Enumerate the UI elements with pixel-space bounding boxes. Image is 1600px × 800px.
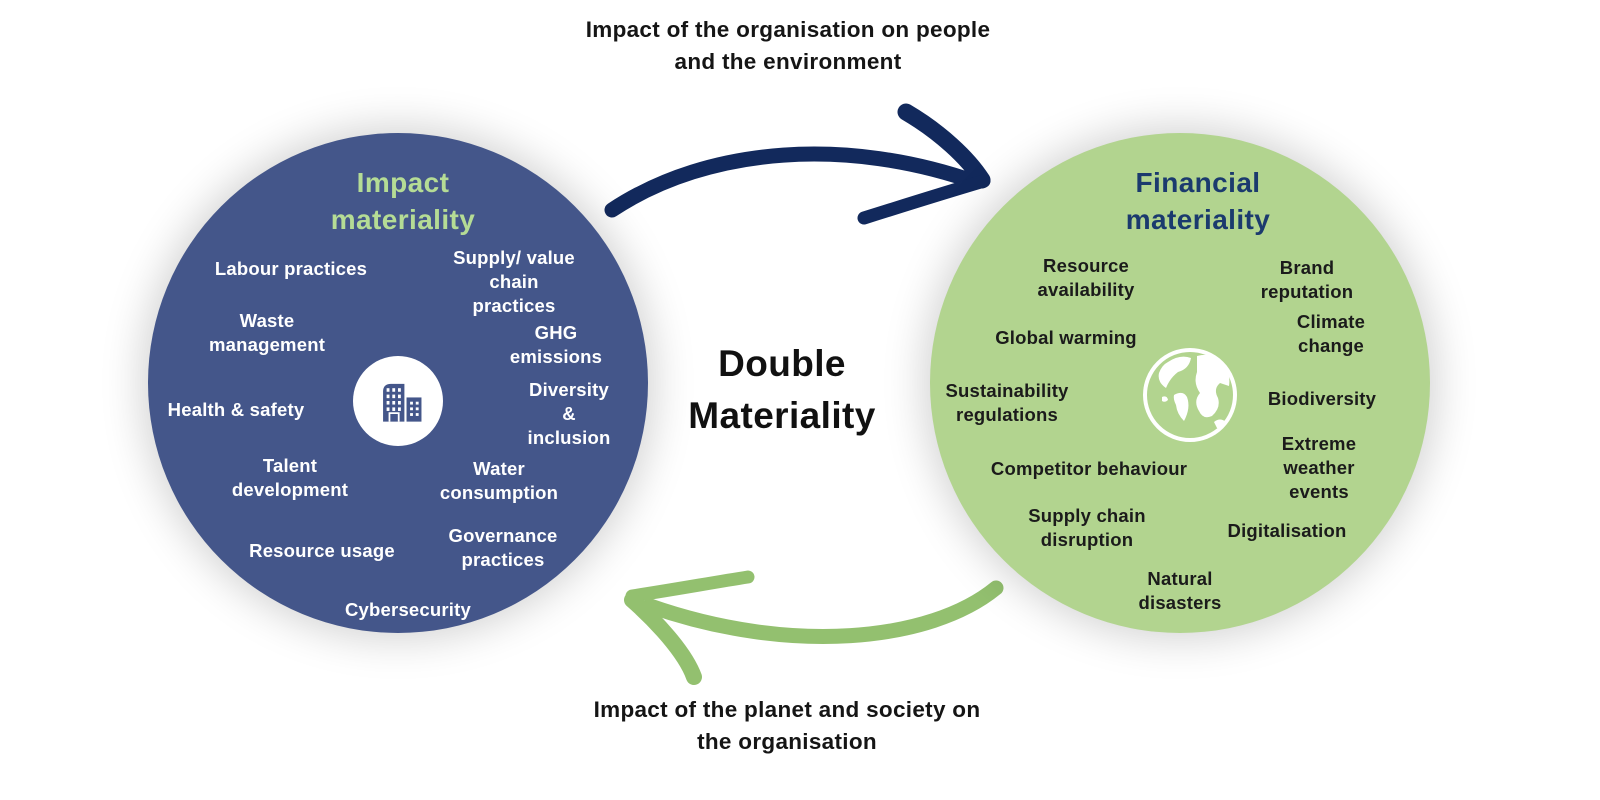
financial-item-brand-reputation: Brand reputation (1260, 257, 1354, 302)
top-caption: Impact of the organisation on people and… (585, 17, 991, 74)
impact-item-diversity-inclusion: Diversity & inclusion (527, 379, 611, 448)
building-icon (353, 356, 443, 446)
bottom-arrow-icon (624, 570, 1004, 685)
financial-item-global-warming: Global warming (995, 327, 1137, 348)
impact-item-talent-development: Talent development (231, 455, 349, 500)
impact-item-labour-practices: Labour practices (214, 258, 368, 279)
building-icon-graphic (383, 383, 422, 422)
financial-circle-title: Financial materiality (1125, 167, 1271, 235)
globe-icon (1140, 345, 1240, 445)
financial-item-climate-change: Climate change (1296, 311, 1366, 356)
financial-item-sustainability-regulations: Sustainability regulations (945, 380, 1069, 425)
financial-materiality-circle: Financial materiality Resource availabil… (930, 133, 1430, 633)
impact-item-supply-value-chain-practices: Supply/ value chain practices (453, 247, 575, 316)
center-title: Double Materiality (688, 343, 876, 436)
financial-item-digitalisation: Digitalisation (1227, 520, 1347, 541)
impact-item-waste-management: Waste management (208, 310, 326, 355)
globe-icon-graphic (1143, 348, 1237, 442)
financial-item-supply-chain-disruption: Supply chain disruption (1028, 505, 1146, 550)
financial-item-biodiversity: Biodiversity (1267, 388, 1377, 409)
financial-item-competitor-behaviour: Competitor behaviour (990, 458, 1188, 479)
impact-item-resource-usage: Resource usage (249, 540, 395, 561)
financial-item-extreme-weather-events: Extreme weather events (1281, 433, 1357, 502)
impact-item-health-safety: Health & safety (167, 399, 305, 420)
impact-materiality-circle: Impact materiality Labour practices Supp… (148, 133, 648, 633)
impact-circle-title: Impact materiality (330, 167, 476, 235)
financial-item-resource-availability: Resource availability (1037, 255, 1135, 300)
impact-item-governance-practices: Governance practices (448, 525, 558, 570)
bottom-caption: Impact of the planet and society on the … (593, 697, 981, 754)
impact-item-ghg-emissions: GHG emissions (509, 322, 603, 367)
impact-item-cybersecurity: Cybersecurity (345, 599, 471, 620)
top-arrow-icon (604, 103, 991, 225)
financial-item-natural-disasters: Natural disasters (1138, 568, 1222, 613)
impact-item-water-consumption: Water consumption (439, 458, 559, 503)
